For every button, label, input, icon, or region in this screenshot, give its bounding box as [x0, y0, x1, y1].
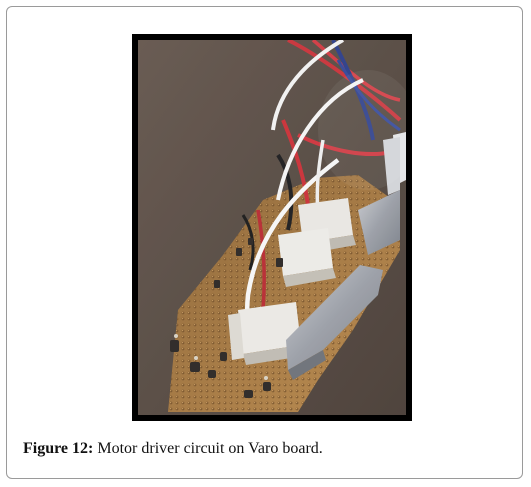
- figure-caption-text: Motor driver circuit on Varo board.: [93, 440, 323, 457]
- figure-label: Figure 12:: [23, 440, 94, 457]
- small-components: [170, 238, 283, 398]
- figure-caption: Figure 12: Motor driver circuit on Varo …: [23, 439, 518, 459]
- heatsink-bottom: [286, 265, 383, 380]
- figure-frame: Figure 12: Motor driver circuit on Varo …: [6, 6, 523, 479]
- connector-middle: [278, 228, 336, 287]
- circuit-board-image: [138, 40, 406, 415]
- heatsink-top: [358, 132, 406, 255]
- figure-photo: [132, 34, 412, 421]
